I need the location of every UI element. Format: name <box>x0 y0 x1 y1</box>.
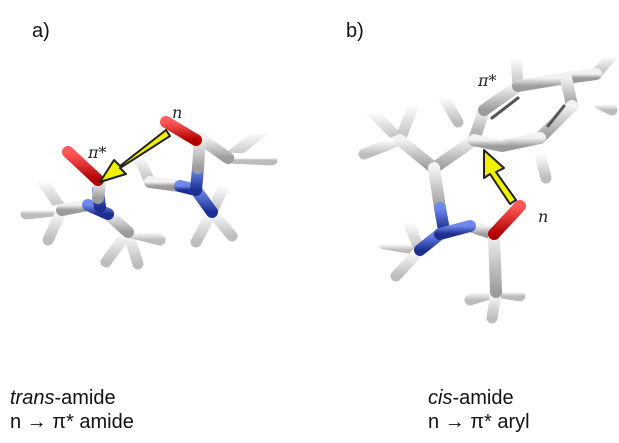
molecule-b-acceptor-label: π* <box>477 71 497 90</box>
caption-b-line2: n → π* aryl <box>428 411 530 433</box>
caption-b-italic: cis <box>428 387 453 409</box>
caption-a-italic: trans <box>10 387 55 409</box>
molecule-a-acceptor-label: π* <box>87 143 107 162</box>
molecule-b-lone-pair-label: n <box>538 207 548 226</box>
molecule-b-oxygen-bond <box>488 200 526 240</box>
molecule-b: n π* <box>358 50 618 324</box>
molecule-a-lone-pair-label: n <box>172 103 182 122</box>
molecule-a-arrow <box>99 129 171 183</box>
caption-b-line1: cis-amide <box>428 386 530 410</box>
molecule-b-arrow <box>483 149 517 205</box>
molecule-b-ring-inner <box>490 96 566 128</box>
molecule-a-oxygen-bonds <box>62 116 202 186</box>
caption-b: cis-amide n → π* aryl <box>428 386 530 434</box>
panel-a-label: a) <box>32 20 50 42</box>
molecule-b-carbon-bonds <box>394 68 602 298</box>
caption-b-rest: -amide <box>452 387 514 409</box>
molecule-b-nitrogen-bonds <box>414 202 476 256</box>
caption-a-line1: trans-amide <box>10 386 134 410</box>
caption-a: trans-amide n → π* amide <box>10 386 134 434</box>
molecule-a: n π* <box>20 103 278 270</box>
panel-b-label: b) <box>346 20 364 42</box>
caption-a-line2: n → π* amide <box>10 411 134 433</box>
caption-a-rest: -amide <box>54 387 116 409</box>
